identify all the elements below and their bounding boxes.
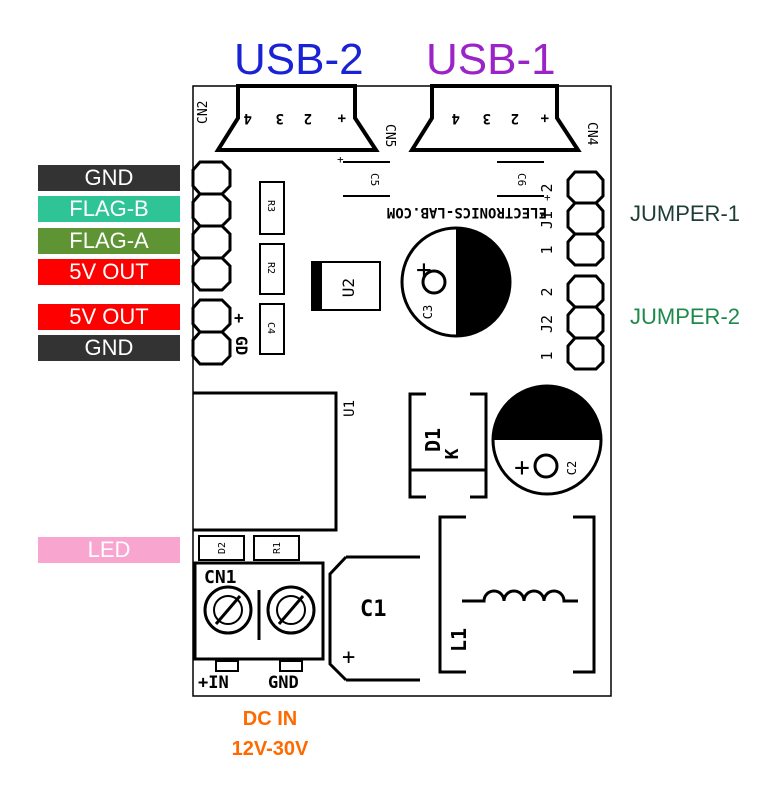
usb1-title: USB-1	[426, 35, 556, 84]
c1-label: C1	[360, 597, 387, 622]
usb2-title: USB-2	[234, 35, 364, 84]
jumper-j1-pins	[566, 170, 605, 267]
label-gnd-bottom: GND	[38, 335, 180, 361]
usb1-pin-3: 3	[483, 110, 491, 126]
brand-text: ELECTRONICS-LAB.COM	[387, 204, 547, 220]
c2-label: C2	[565, 461, 579, 475]
usb2-pin-4: 4	[244, 110, 252, 126]
resistor-r3: R3	[259, 181, 285, 235]
cn2-label: CN2	[196, 101, 211, 124]
c6-plus: +	[544, 191, 551, 204]
j1-pin-1: 1	[538, 245, 556, 254]
jumper-2-label: JUMPER-2	[630, 304, 741, 329]
dc-in-title: DC IN	[242, 708, 298, 730]
gnd-in-label: GND	[268, 673, 299, 693]
cn5-label: CN5	[382, 124, 397, 147]
diode-d1: D1 K	[408, 392, 488, 499]
usb1-pin-4: 4	[452, 110, 460, 126]
r2-label: R2	[265, 262, 276, 274]
u1-label: U1	[342, 400, 358, 417]
j1-pin-2: 2	[538, 183, 556, 192]
cn4-label: CN4	[584, 122, 599, 146]
label-5v-out-1: 5V OUT	[38, 259, 180, 285]
usb2-pin-3: 3	[276, 110, 284, 126]
board-outline	[192, 85, 612, 697]
capacitor-c4: C4	[259, 303, 285, 355]
j1-label: J1	[538, 211, 556, 229]
usb2-pin-2: 2	[304, 110, 312, 126]
capacitor-c2: + C2	[491, 384, 603, 496]
usb1-pin-2: 2	[511, 110, 519, 126]
gd-plus: +	[234, 308, 244, 327]
jumper-j2-pins	[566, 274, 605, 371]
d1-k-label: K	[442, 448, 463, 459]
c3-label: C3	[421, 305, 435, 319]
chip-u1: U1	[193, 391, 358, 532]
j2-pin-1: 1	[538, 351, 556, 360]
c3-plus: +	[409, 262, 439, 278]
inductor-l1: L1	[438, 515, 596, 674]
u2-label: U2	[339, 278, 358, 297]
usb2-connector: 4 3 2 +	[214, 84, 380, 152]
left-header	[191, 160, 232, 366]
chip-u2: U2	[311, 261, 381, 311]
c1-plus: +	[342, 645, 355, 670]
gd-label: GD	[232, 336, 251, 355]
terminal-cn1: CN1 +IN GND	[193, 561, 325, 693]
capacitor-c6: C6 +	[497, 161, 551, 204]
c2-plus: +	[514, 453, 530, 483]
d1-label: D1	[421, 428, 445, 452]
label-flag-a: FLAG-A	[38, 228, 180, 254]
c4-label: C4	[265, 322, 276, 334]
j2-label: J2	[538, 315, 556, 333]
j2-pin-2: 2	[538, 287, 556, 296]
d2-label: D2	[217, 542, 228, 554]
plus-in-label: +IN	[198, 673, 229, 693]
c5-label: C5	[368, 173, 381, 186]
usb1-connector: 4 3 2 +	[408, 84, 582, 152]
label-flag-b: FLAG-B	[38, 196, 180, 222]
capacitor-c5: C5 +	[337, 153, 390, 197]
label-5v-out-2: 5V OUT	[38, 304, 180, 330]
dc-in-range: 12V-30V	[231, 738, 309, 760]
usb1-pin-plus: +	[541, 110, 549, 126]
resistor-r1: R1	[253, 535, 300, 561]
usb2-pin-plus: +	[338, 110, 346, 126]
label-gnd-top: GND	[38, 165, 180, 191]
jumper-1-label: JUMPER-1	[630, 201, 741, 226]
label-led: LED	[38, 537, 180, 563]
l1-label: L1	[447, 628, 471, 652]
cn1-label: CN1	[204, 567, 237, 588]
capacitor-c1: C1 +	[328, 555, 420, 682]
resistor-r2: R2	[259, 243, 285, 295]
capacitor-c3: + C3	[400, 226, 512, 338]
r3-label: R3	[265, 200, 276, 212]
c5-plus: +	[337, 153, 344, 166]
r1-label: R1	[272, 542, 283, 554]
c6-label: C6	[515, 173, 528, 186]
led-d2: D2	[198, 535, 245, 561]
